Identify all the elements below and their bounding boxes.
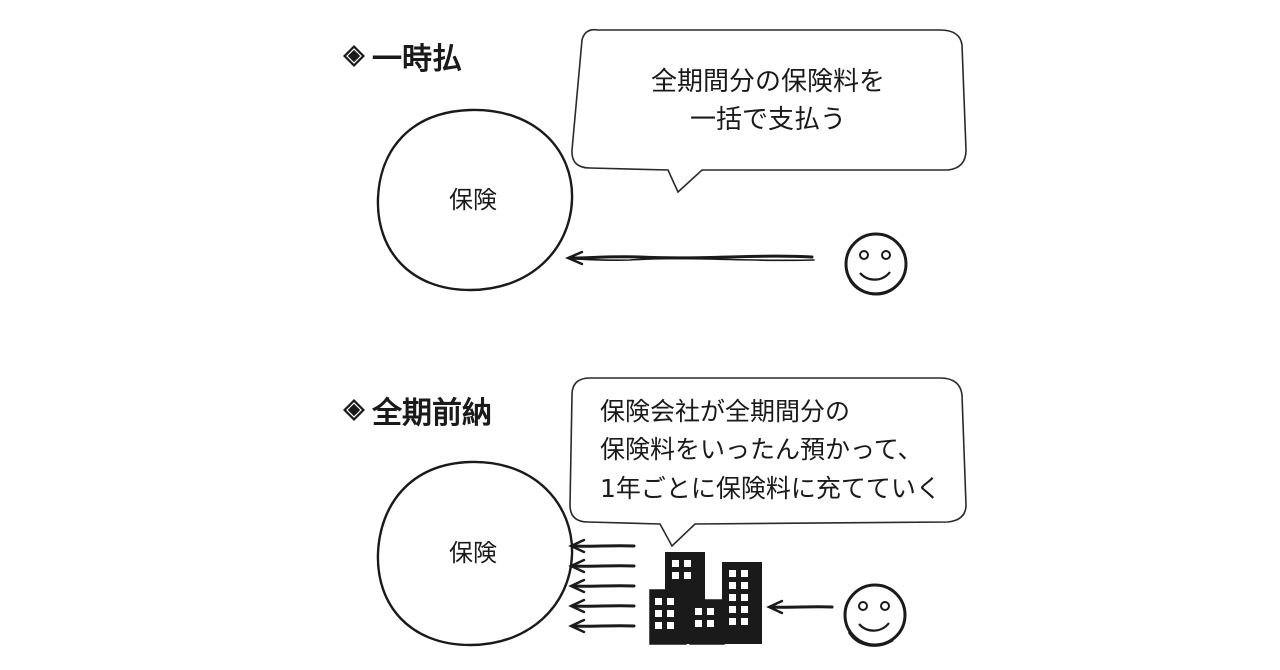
building-icon [649,552,762,645]
arrow-left-icon [564,250,815,266]
arrow-left-icon [568,578,636,594]
speech-bubble [569,377,967,548]
arrow-left-icon [568,598,636,614]
bubble-line-2: 保険料をいったん預かって、 [600,435,923,464]
section-heading: 全期前納 [371,396,492,431]
section-prepayment: 全期前納 保険会社が全期間分の 保険料をいったん預かって、 1年ごとに保険料に充… [343,377,967,647]
smiley-face-icon [843,583,907,647]
smiley-face-icon [844,232,908,296]
insurance-circle [376,460,574,647]
arrow-left-icon [766,599,834,615]
arrow-left-icon [568,558,636,574]
bubble-line-1: 全期間分の保険料を [651,67,885,97]
bubble-line-2: 一括で支払う [690,105,846,135]
circle-label: 保険 [449,186,497,214]
arrow-left-icon [568,618,636,634]
bubble-line-3: 1年ごとに保険料に充てていく [600,474,941,503]
speech-bubble [571,28,967,194]
insurance-circle [376,108,574,292]
diamond-bullet-icon [343,45,365,67]
section-heading: 一時払 [372,42,462,77]
arrow-left-icon [568,538,636,554]
section-lump-sum: 一時払 全期間分の保険料を 一括で支払う 保険 [343,28,967,296]
circle-label: 保険 [449,539,497,567]
diamond-bullet-icon [343,399,365,421]
bubble-line-1: 保険会社が全期間分の [600,397,850,426]
